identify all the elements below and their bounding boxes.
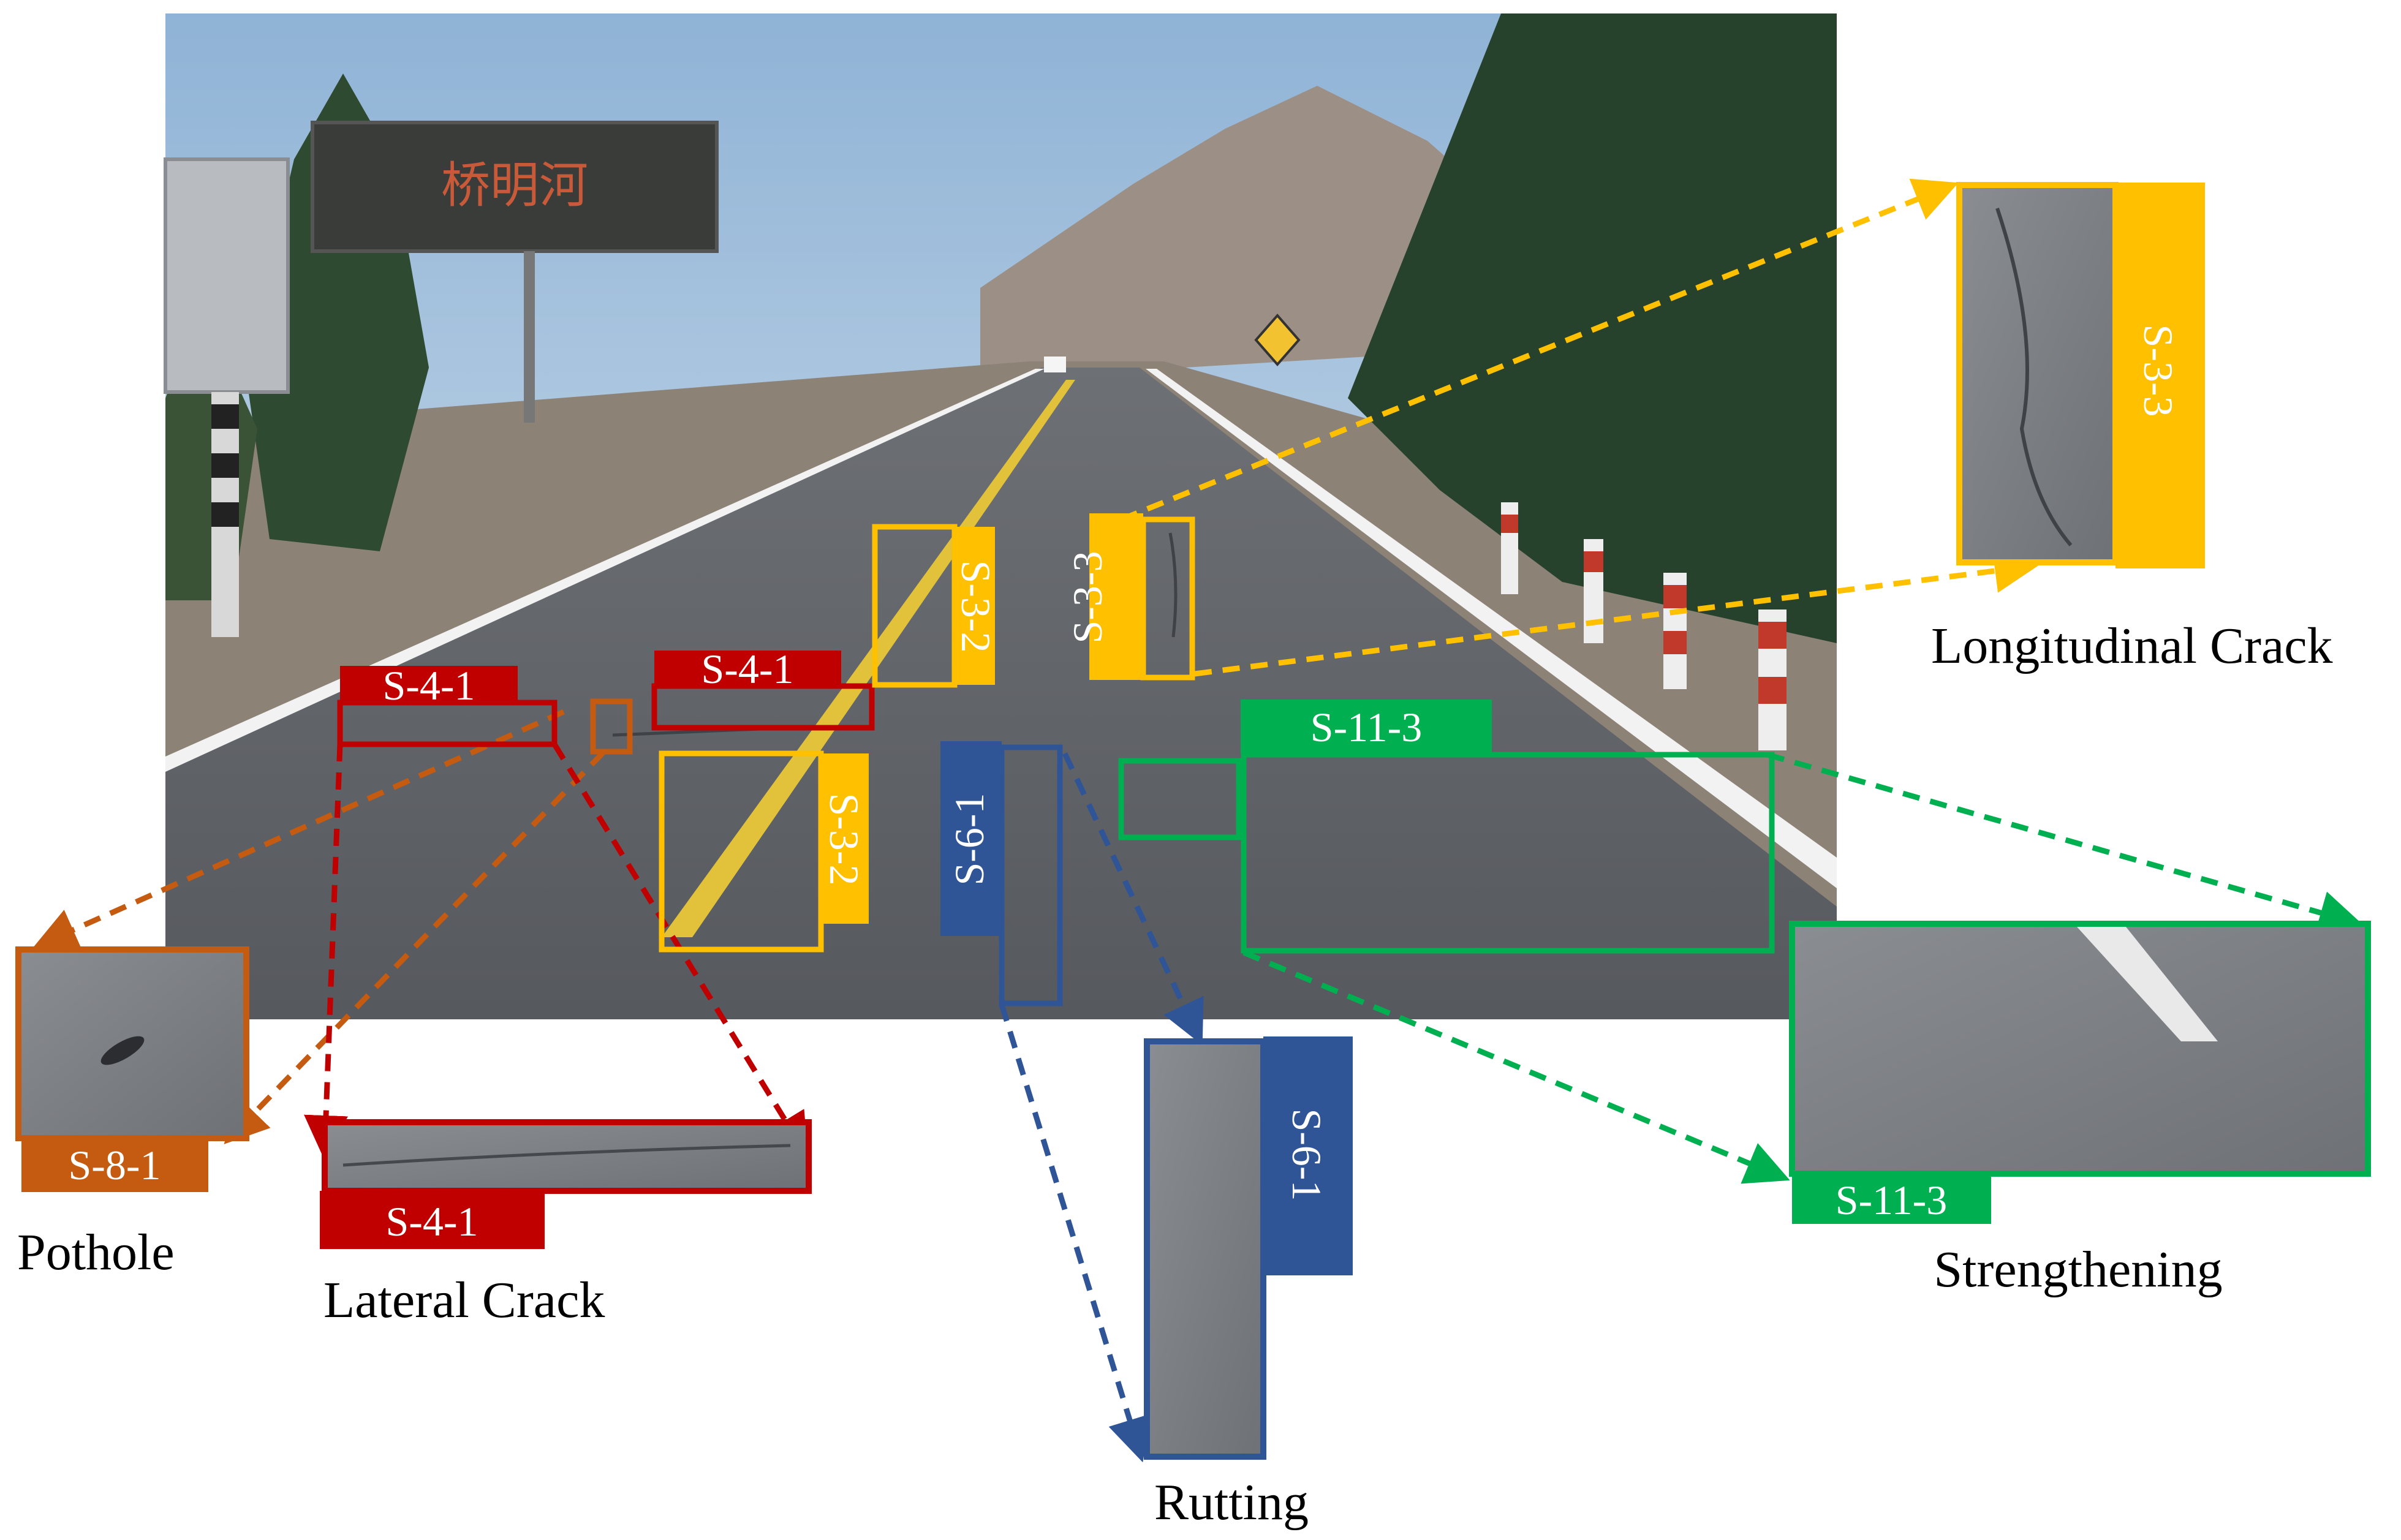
lateral-inset: S-4-1 Lateral Crack: [320, 1119, 812, 1329]
road-photo: 桥明河: [164, 13, 1837, 1019]
rutting-caption: Rutting: [1154, 1474, 1309, 1531]
longitudinal-tag-c: S-3-3: [1064, 551, 1111, 643]
rutting-inset-tag-bg: [1263, 1036, 1353, 1275]
lateral-crack-detail: [342, 1144, 791, 1167]
pothole-inset-tag: S-8-1: [68, 1142, 161, 1188]
strengthening-caption: Strengthening: [1934, 1241, 2222, 1298]
longitudinal-caption: Longitudinal Crack: [1931, 617, 2333, 674]
longitudinal-tag-a-bg: [955, 527, 995, 685]
leader-lateral-a: [304, 744, 349, 1160]
pothole-caption: Pothole: [17, 1224, 175, 1281]
longitudinal-crack-mark: [1168, 532, 1178, 638]
warning-sign: [1254, 313, 1301, 367]
rutting-tag-a: S-6-1: [946, 793, 993, 885]
lateral-inset-tag-bg: [320, 1191, 545, 1249]
lateral-inset-tag: S-4-1: [385, 1198, 478, 1245]
billboard-pole: [524, 251, 535, 423]
asphalt-road: [165, 368, 1837, 1019]
rutting-inset-tag: S-6-1: [1284, 1108, 1330, 1201]
leader-strengthening-b: [1242, 949, 1790, 1184]
pothole-inset: S-8-1 Pothole: [15, 946, 249, 1281]
rutting-tag-a-bg: [940, 741, 1002, 936]
strengthening-tag-a-bg: [1241, 700, 1492, 753]
right-edge-line: [1146, 369, 1837, 888]
strengthening-inset-tag: S-11-3: [1836, 1177, 1948, 1223]
lateral-tag-a-bg: [340, 666, 518, 703]
leader-pothole-a: [32, 709, 565, 950]
lateral-tag-b-bg: [654, 651, 841, 686]
pothole-mark: [100, 1036, 145, 1065]
rutting-inset-box: [1144, 1038, 1266, 1460]
longitudinal-tag-c-bg: [1089, 513, 1143, 680]
longitudinal-tag-b-bg: [821, 753, 869, 924]
longitudinal-inset-tag-bg: [2116, 183, 2205, 568]
leader-longitudinal-a: [1120, 178, 1959, 523]
longitudinal-crack-detail: [1995, 208, 2073, 546]
lateral-caption: Lateral Crack: [323, 1272, 605, 1329]
longitudinal-region-box-c: [1140, 516, 1195, 681]
bollards: [1501, 502, 1787, 750]
longitudinal-inset-box: [1956, 182, 2119, 565]
pothole-inset-tag-bg: [21, 1138, 208, 1192]
billboard-text: 桥明河: [441, 159, 588, 213]
pothole-region-box: [590, 698, 633, 755]
region-markers: S-4-1 S-4-1 S-3-2 S-3-2 S-3-3 S-6-1 S-11…: [337, 513, 1775, 1006]
strengthening-edge-line: [2077, 927, 2218, 1041]
leader-lateral-b: [552, 742, 809, 1158]
strengthening-inset-tag-bg: [1792, 1174, 1991, 1224]
longitudinal-inset: S-3-3 Longitudinal Crack: [1931, 182, 2333, 674]
longitudinal-tag-b: S-3-2: [821, 793, 868, 885]
road-sign-board: [164, 157, 290, 394]
strengthening-region-box-small: [1118, 758, 1242, 840]
rutting-inset: S-6-1 Rutting: [1144, 1036, 1353, 1531]
strengthening-inset: S-11-3 Strengthening: [1789, 921, 2371, 1298]
leader-pothole-b: [224, 750, 606, 1144]
strengthening-inset-box: [1789, 921, 2371, 1177]
leader-strengthening-a: [1766, 752, 2364, 934]
leader-rutting-b: [999, 1003, 1151, 1463]
distant-car: [1044, 357, 1066, 372]
leader-rutting-a: [1062, 752, 1204, 1046]
lateral-inset-box: [322, 1119, 812, 1194]
center-line: [662, 380, 1075, 937]
leader-lines: [32, 178, 2364, 1463]
lateral-region-box-b: [651, 683, 875, 731]
longitudinal-inset-tag: S-3-3: [2135, 324, 2182, 417]
longitudinal-tag-a: S-3-2: [953, 560, 999, 652]
lateral-region-box-a: [337, 700, 558, 747]
rutting-region-box: [999, 744, 1063, 1006]
strengthening-tag-a: S-11-3: [1310, 704, 1423, 750]
billboard: [311, 121, 719, 253]
strengthening-region-box-large: [1241, 752, 1775, 954]
